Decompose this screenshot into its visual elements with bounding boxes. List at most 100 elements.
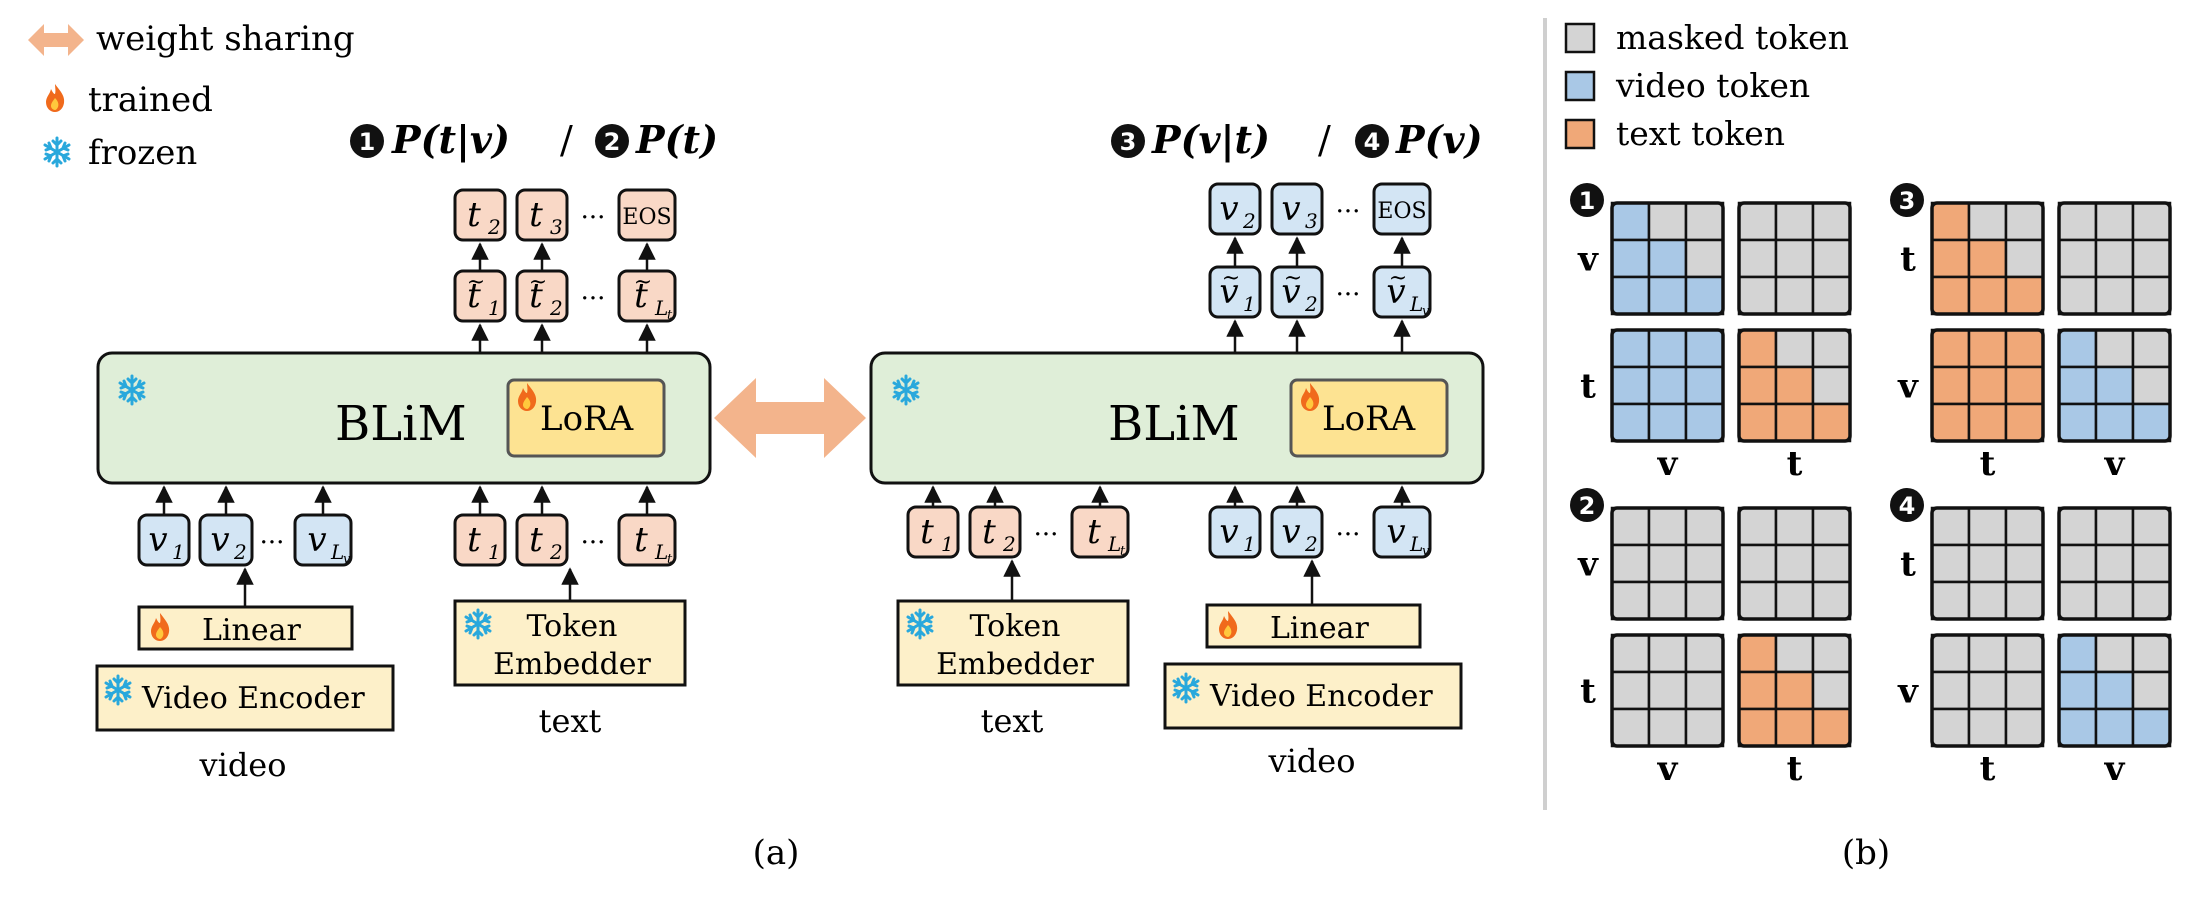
mask-cell — [1774, 670, 1815, 711]
mask-cell — [2004, 201, 2045, 242]
token-box: t~1 — [453, 269, 507, 323]
eos-token-label: EOS — [622, 205, 671, 230]
mask-cell — [1811, 238, 1852, 279]
mask-cell — [1737, 201, 1778, 242]
mask-cell — [2131, 580, 2172, 621]
token-subscript: L — [1409, 532, 1423, 556]
mask-cell — [1684, 402, 1725, 443]
mask-cell — [1967, 365, 2008, 406]
token-rect — [617, 188, 677, 242]
mask-cell — [1684, 580, 1725, 621]
linear-box-left — [137, 605, 354, 651]
mask-cell — [1610, 506, 1651, 547]
mask-cell — [1737, 633, 1778, 674]
mask-grid-border — [1610, 633, 1725, 748]
legend-masked-swatch — [1564, 22, 1596, 54]
ellipsis: ··· — [581, 284, 606, 314]
mask-cell — [1610, 365, 1651, 406]
panel-number-badge — [1890, 488, 1924, 522]
mask-cell — [1774, 238, 1815, 279]
right-diagram: 3 P(v|t) / 4 P(v) BLiM LoRA Token Embedd… — [869, 117, 1485, 780]
mask-cell — [1811, 275, 1852, 316]
mask-cell — [2094, 543, 2135, 584]
token-embedder-right — [896, 599, 1130, 687]
eos-token-label: EOS — [1377, 199, 1426, 224]
token-rect — [1372, 182, 1432, 236]
mask-cell — [2131, 543, 2172, 584]
token-subsubscript: t — [667, 308, 673, 323]
mask-cell — [1811, 328, 1852, 369]
token-box: t~2 — [515, 269, 569, 323]
legend-video-label: video token — [1615, 66, 1810, 105]
mask-row-label: t — [1900, 545, 1916, 585]
mask-cell — [2131, 707, 2172, 748]
mask-cell — [2131, 670, 2172, 711]
mask-cell — [1811, 670, 1852, 711]
tilde-mark: ~ — [1389, 266, 1407, 291]
mask-cell — [2004, 238, 2045, 279]
mask-col-label: v — [1657, 444, 1679, 484]
token-label: t — [467, 276, 481, 316]
mask-cell — [1737, 543, 1778, 584]
ellipsis: ··· — [581, 528, 606, 558]
token-label: v — [1219, 512, 1238, 552]
video-encoder-label-left: Video Encoder — [141, 681, 365, 716]
mask-cell — [1737, 238, 1778, 279]
mask-cell — [2131, 506, 2172, 547]
mask-cell — [1930, 543, 1971, 584]
mask-row-label: v — [1577, 240, 1599, 280]
mask-cell — [1774, 275, 1815, 316]
token-subscript: 2 — [487, 215, 501, 239]
mask-cell — [1610, 580, 1651, 621]
mask-cell — [1610, 707, 1651, 748]
lora-box-left — [506, 378, 666, 458]
token-subscript: 2 — [233, 540, 247, 564]
mask-col-label: v — [2104, 749, 2126, 789]
mask-grid — [2057, 506, 2172, 621]
mask-cell — [1647, 402, 1688, 443]
mask-cell — [1967, 402, 2008, 443]
token-subsubscript: t — [667, 552, 673, 567]
mask-cell — [1684, 365, 1725, 406]
tilde-mark: ~ — [634, 270, 652, 295]
mask-cell — [2131, 328, 2172, 369]
mask-cell — [2004, 670, 2045, 711]
mask-cell — [1811, 201, 1852, 242]
token-label: t — [634, 276, 648, 316]
mask-cell — [1610, 328, 1651, 369]
mask-cell — [1737, 402, 1778, 443]
ellipsis: ··· — [581, 203, 606, 233]
mask-cell — [2057, 275, 2098, 316]
token-embedder-label-left-1: Token — [527, 609, 618, 644]
mask-cell — [1647, 328, 1688, 369]
mask-grid-border — [1737, 633, 1852, 748]
mask-cell — [2004, 275, 2045, 316]
token-subscript: 2 — [1304, 532, 1318, 556]
mask-cell — [1930, 365, 1971, 406]
token-subscript: 2 — [549, 296, 563, 320]
title-num-4: 4 — [1364, 128, 1381, 156]
ellipsis: ··· — [1336, 520, 1361, 550]
mask-cell — [1647, 707, 1688, 748]
mask-grid-border — [1610, 201, 1725, 316]
token-subscript: 3 — [1305, 209, 1318, 233]
panel-number-badge — [1570, 488, 1604, 522]
token-subsubscript: v — [1422, 544, 1430, 559]
token-label: t — [529, 195, 543, 235]
mask-cell — [1930, 580, 1971, 621]
token-label: v — [307, 520, 326, 560]
mask-cell — [1610, 275, 1651, 316]
mask-cell — [1647, 670, 1688, 711]
